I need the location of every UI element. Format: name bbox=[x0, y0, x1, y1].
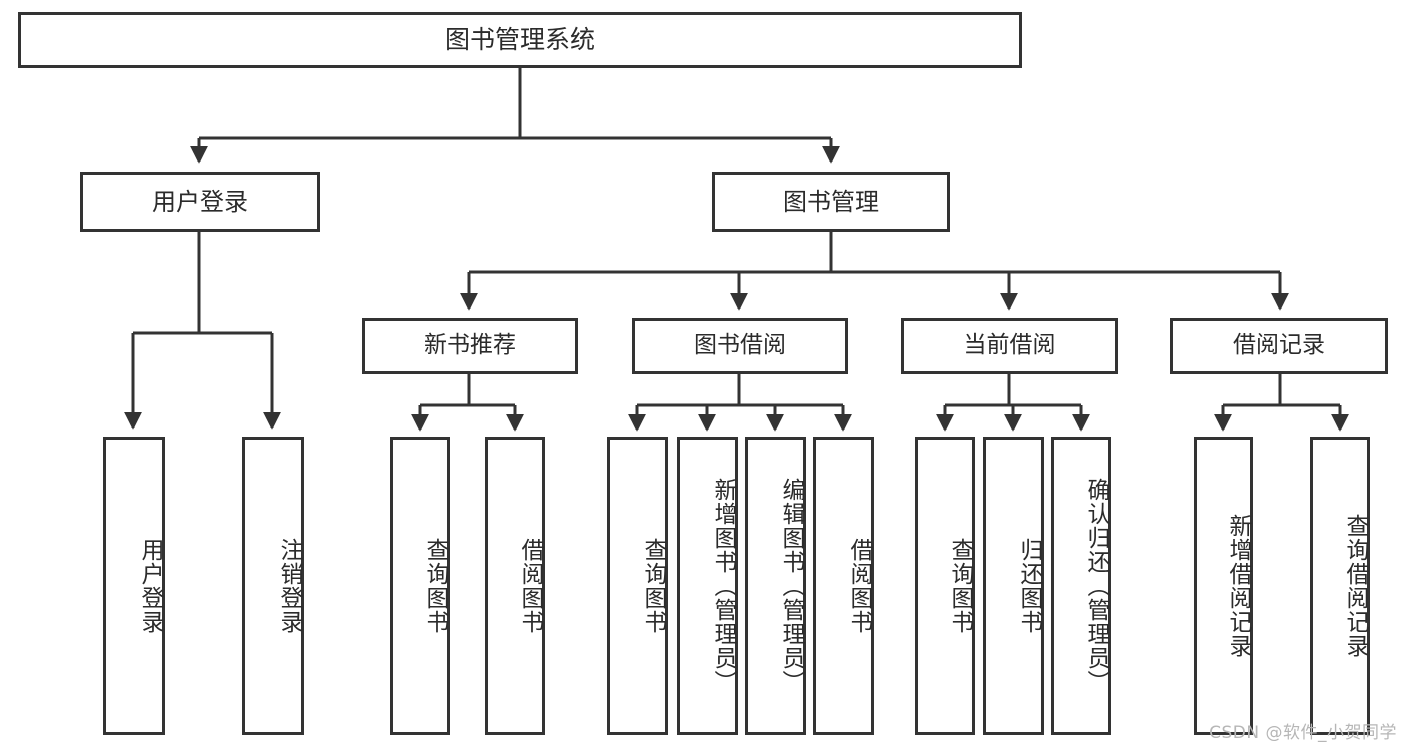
leaf-edit-book[interactable]: 编辑图书（管理员） bbox=[745, 437, 806, 735]
node-label: 借阅图书 bbox=[846, 538, 872, 634]
node-label: 新书推荐 bbox=[424, 332, 516, 359]
node-label: 用户登录 bbox=[152, 187, 248, 216]
node-label: 新增借阅记录 bbox=[1225, 514, 1251, 658]
node-root-system[interactable]: 图书管理系统 bbox=[18, 12, 1022, 68]
leaf-add-book[interactable]: 新增图书（管理员） bbox=[677, 437, 738, 735]
leaf-add-record[interactable]: 新增借阅记录 bbox=[1194, 437, 1253, 735]
leaf-user-login[interactable]: 用户登录 bbox=[103, 437, 165, 735]
node-label: 查询借阅记录 bbox=[1342, 514, 1368, 658]
node-book-borrow[interactable]: 图书借阅 bbox=[632, 318, 848, 374]
leaf-return-book[interactable]: 归还图书 bbox=[983, 437, 1044, 735]
node-current-borrow[interactable]: 当前借阅 bbox=[901, 318, 1118, 374]
node-label: 图书管理系统 bbox=[444, 25, 595, 55]
node-label: 归还图书 bbox=[1016, 538, 1042, 634]
watermark-text: CSDN @软件_小贺同学 bbox=[1209, 723, 1397, 743]
node-label: 借阅图书 bbox=[517, 538, 543, 634]
node-label: 当前借阅 bbox=[963, 332, 1056, 359]
leaf-query-book-1[interactable]: 查询图书 bbox=[390, 437, 450, 735]
leaf-query-record[interactable]: 查询借阅记录 bbox=[1310, 437, 1370, 735]
node-label: 确认归还（管理员） bbox=[1083, 478, 1109, 694]
leaf-borrow-book-1[interactable]: 借阅图书 bbox=[485, 437, 545, 735]
node-label: 新增图书（管理员） bbox=[710, 478, 736, 694]
node-label: 借阅记录 bbox=[1233, 332, 1325, 359]
node-label: 编辑图书（管理员） bbox=[778, 478, 804, 694]
leaf-borrow-book-2[interactable]: 借阅图书 bbox=[813, 437, 874, 735]
node-label: 图书借阅 bbox=[694, 332, 786, 359]
node-user-login[interactable]: 用户登录 bbox=[80, 172, 320, 232]
leaf-query-book-2[interactable]: 查询图书 bbox=[607, 437, 668, 735]
node-book-management[interactable]: 图书管理 bbox=[712, 172, 950, 232]
node-label: 查询图书 bbox=[947, 538, 973, 634]
leaf-confirm-return[interactable]: 确认归还（管理员） bbox=[1051, 437, 1111, 735]
node-label: 注销登录 bbox=[276, 538, 302, 634]
node-label: 查询图书 bbox=[640, 538, 666, 634]
node-new-book-recommend[interactable]: 新书推荐 bbox=[362, 318, 578, 374]
leaf-logout[interactable]: 注销登录 bbox=[242, 437, 304, 735]
node-label: 查询图书 bbox=[422, 538, 448, 634]
node-borrow-record[interactable]: 借阅记录 bbox=[1170, 318, 1388, 374]
node-label: 用户登录 bbox=[137, 538, 163, 634]
leaf-query-book-3[interactable]: 查询图书 bbox=[915, 437, 975, 735]
node-label: 图书管理 bbox=[783, 187, 879, 216]
